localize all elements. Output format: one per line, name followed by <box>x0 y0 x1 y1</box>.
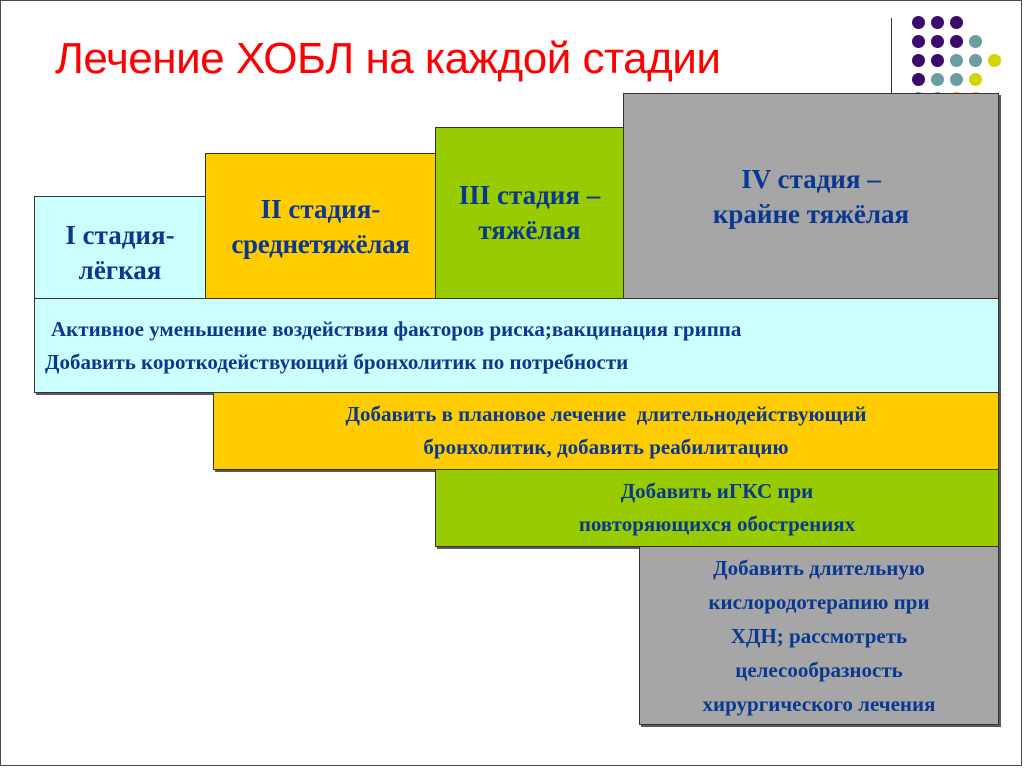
dot-icon <box>969 54 982 67</box>
stage-3-line1: III стадия – <box>458 180 601 210</box>
dot-icon <box>950 54 963 67</box>
dot-icon <box>912 35 925 48</box>
stage-4-box: IV стадия – крайне тяжёлая <box>623 93 999 299</box>
treatment-row-4-line5: хирургического лечения <box>702 691 936 716</box>
dot-icon <box>969 73 982 86</box>
stage-2-line2: среднетяжёлая <box>231 229 410 259</box>
treatment-row-1-line2: Добавить короткодействующий бронхолитик … <box>45 349 629 374</box>
treatment-row-4-line2: кислородотерапию при <box>708 589 930 614</box>
stage-1-line1: I стадия- <box>65 219 175 250</box>
stage-4-line2: крайне тяжёлая <box>712 199 910 229</box>
stage-3-line2: тяжёлая <box>478 215 581 245</box>
dot-icon <box>988 54 1001 67</box>
stage-1-line2: лёгкая <box>78 254 162 285</box>
slide-title: Лечение ХОБЛ на каждой стадии <box>55 34 721 83</box>
dots-grid-decoration <box>912 16 1002 105</box>
dot-icon <box>931 73 944 86</box>
treatment-row-3-line1: Добавить иГКС при <box>620 479 814 503</box>
dot-icon <box>950 73 963 86</box>
treatment-row-3-line2: повторяющихся обострениях <box>578 512 856 536</box>
treatment-row-4-line4: целесообразность <box>735 657 903 682</box>
treatment-row-2: Добавить в плановое лечение длительнодей… <box>213 392 999 470</box>
stage-3-box: III стадия – тяжёлая <box>435 127 624 299</box>
stage-1-box: I стадия- лёгкая <box>34 196 206 299</box>
dot-icon <box>931 16 944 29</box>
dot-icon <box>912 73 925 86</box>
treatment-row-4-line1: Добавить длительную <box>713 555 925 580</box>
dot-icon <box>931 54 944 67</box>
stage-4-line1: IV стадия – <box>741 164 881 194</box>
dot-icon <box>912 16 925 29</box>
stage-2-line1: II стадия- <box>260 194 381 224</box>
treatment-row-2-line1: Добавить в плановое лечение длительнодей… <box>345 402 867 426</box>
dot-icon <box>969 35 982 48</box>
treatment-row-1-line1: Активное уменьшение воздействия факторов… <box>51 316 742 341</box>
stage-2-box: II стадия- среднетяжёлая <box>205 153 436 299</box>
dot-icon <box>950 35 963 48</box>
treatment-row-2-line2: бронхолитик, добавить реабилитацию <box>423 435 789 459</box>
treatment-row-4-line3: ХДН; рассмотреть <box>730 623 908 648</box>
dot-icon <box>950 16 963 29</box>
dot-icon <box>931 35 944 48</box>
title-divider-line <box>891 18 892 98</box>
treatment-row-3: Добавить иГКС при повторяющихся обострен… <box>435 469 999 547</box>
dot-icon <box>912 54 925 67</box>
treatment-row-4: Добавить длительную кислородотерапию при… <box>639 546 999 725</box>
treatment-row-1: Активное уменьшение воздействия факторов… <box>34 298 999 393</box>
